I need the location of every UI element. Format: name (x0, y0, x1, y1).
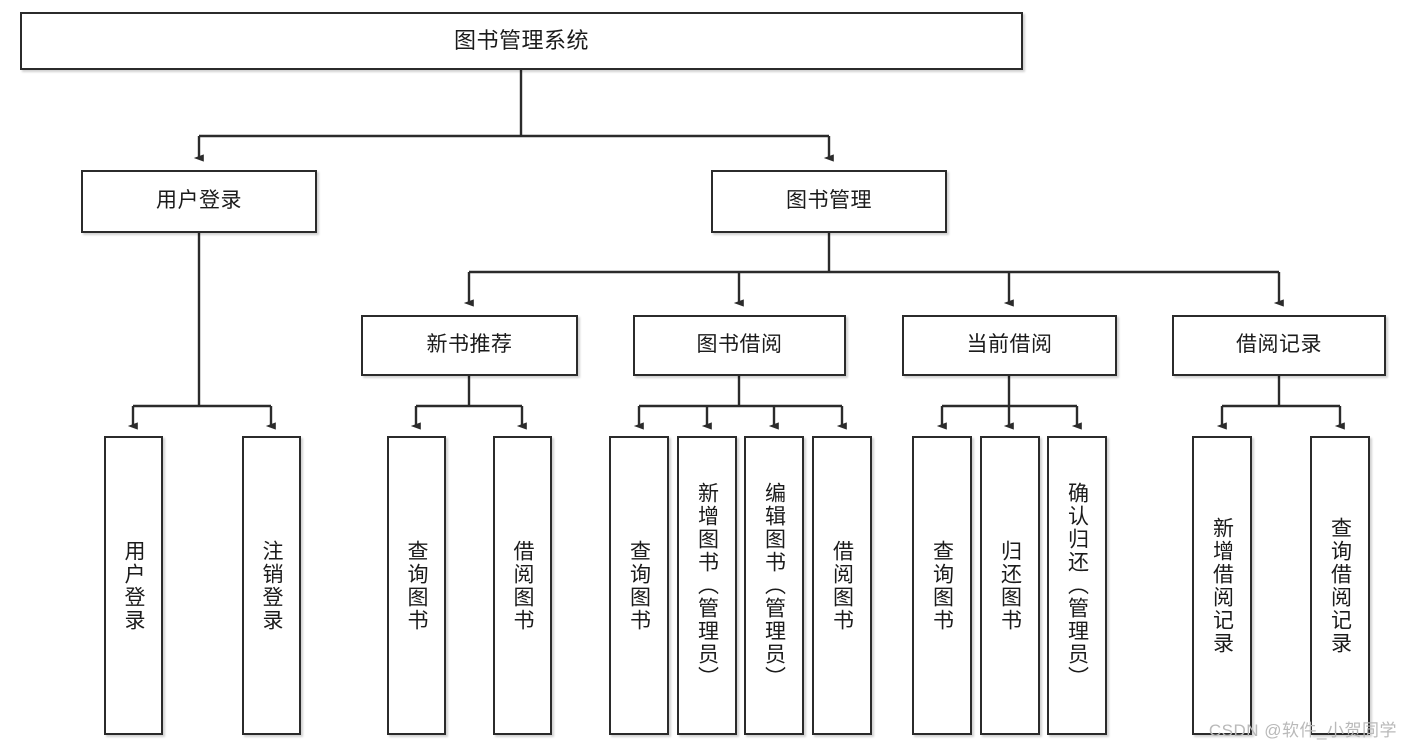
leaf-return-book-label: 归还图书 (998, 539, 1022, 632)
leaf-borrow-book-2-label: 借阅图书 (830, 539, 854, 632)
node-current-borrow[interactable]: 当前借阅 (902, 315, 1117, 376)
node-book-borrow[interactable]: 图书借阅 (633, 315, 846, 376)
node-book-borrow-label: 图书借阅 (696, 333, 783, 357)
leaf-add-book-label: 新增图书（管理员） (695, 482, 719, 689)
watermark: CSDN @软件_小贺同学 (1208, 721, 1397, 740)
leaf-borrow-book-1[interactable]: 借阅图书 (493, 436, 552, 735)
node-new-book-rec[interactable]: 新书推荐 (361, 315, 578, 376)
node-user-login-label: 用户登录 (156, 189, 242, 213)
node-borrow-record[interactable]: 借阅记录 (1172, 315, 1386, 376)
leaf-edit-book[interactable]: 编辑图书（管理员） (744, 436, 804, 735)
leaf-confirm-return-label: 确认归还（管理员） (1065, 482, 1089, 689)
leaf-query-book-2-label: 查询图书 (627, 539, 651, 632)
node-root[interactable]: 图书管理系统 (20, 12, 1023, 70)
leaf-edit-book-label: 编辑图书（管理员） (762, 482, 786, 689)
leaf-return-book[interactable]: 归还图书 (980, 436, 1040, 735)
leaf-query-book-1[interactable]: 查询图书 (387, 436, 446, 735)
leaf-query-book-3[interactable]: 查询图书 (912, 436, 972, 735)
node-book-manage-label: 图书管理 (786, 189, 872, 213)
leaf-add-book[interactable]: 新增图书（管理员） (677, 436, 737, 735)
leaf-borrow-book-1-label: 借阅图书 (511, 539, 534, 632)
leaf-logout-label: 注销登录 (260, 539, 283, 632)
node-current-borrow-label: 当前借阅 (966, 333, 1053, 357)
node-book-manage[interactable]: 图书管理 (711, 170, 947, 233)
node-new-book-rec-label: 新书推荐 (426, 333, 513, 357)
leaf-query-book-1-label: 查询图书 (405, 539, 428, 632)
leaf-query-record-label: 查询借阅记录 (1328, 516, 1352, 655)
leaf-query-book-2[interactable]: 查询图书 (609, 436, 669, 735)
leaf-confirm-return[interactable]: 确认归还（管理员） (1047, 436, 1107, 735)
node-borrow-record-label: 借阅记录 (1236, 333, 1322, 357)
leaf-user-login[interactable]: 用户登录 (104, 436, 163, 735)
leaf-query-book-3-label: 查询图书 (930, 539, 954, 632)
leaf-add-record[interactable]: 新增借阅记录 (1192, 436, 1252, 735)
leaf-user-login-label: 用户登录 (122, 539, 145, 632)
leaf-add-record-label: 新增借阅记录 (1210, 516, 1234, 655)
leaf-logout[interactable]: 注销登录 (242, 436, 301, 735)
leaf-borrow-book-2[interactable]: 借阅图书 (812, 436, 872, 735)
node-user-login[interactable]: 用户登录 (81, 170, 317, 233)
node-root-label: 图书管理系统 (453, 28, 589, 54)
leaf-query-record[interactable]: 查询借阅记录 (1310, 436, 1370, 735)
